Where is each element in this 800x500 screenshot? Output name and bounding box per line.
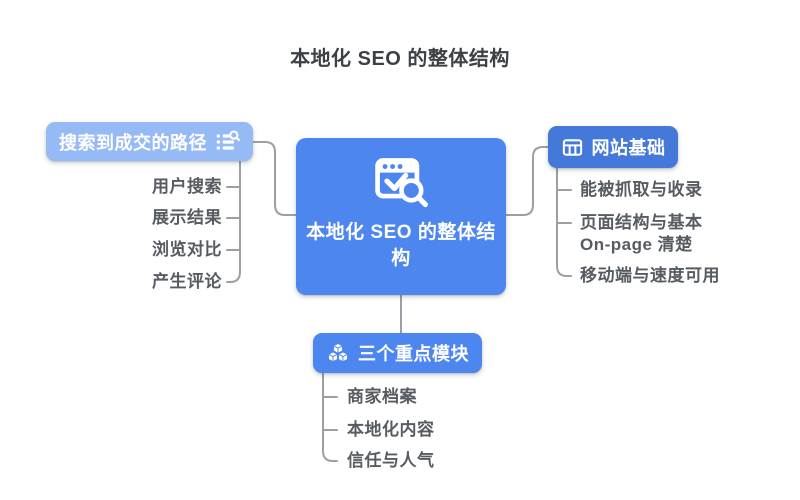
branch-node-key-modules-label: 三个重点模块: [358, 344, 469, 364]
child-crawlable-indexed: 能被抓取与收录: [580, 180, 703, 199]
browser-check-search-icon: [371, 152, 431, 212]
branch-node-website-basics: 网站基础: [548, 126, 678, 168]
child-localized-content: 本地化内容: [347, 420, 435, 439]
center-node: 本地化 SEO 的整体结构: [296, 138, 506, 295]
child-page-structure-onpage: 页面结构与基本 On-page 清楚: [580, 213, 703, 254]
child-trust-popularity: 信任与人气: [347, 451, 435, 470]
branch-node-website-basics-label: 网站基础: [591, 138, 666, 158]
branch-node-key-modules: 三个重点模块: [313, 333, 482, 373]
child-show-results: 展示结果: [152, 208, 222, 227]
cubes-icon: [326, 341, 350, 365]
branch-node-search-path-label: 搜索到成交的路径: [59, 132, 207, 153]
center-node-label: 本地化 SEO 的整体结构: [306, 222, 496, 269]
child-browse-compare: 浏览对比: [152, 240, 222, 259]
table-layout-icon: [561, 136, 584, 159]
child-mobile-speed: 移动端与速度可用: [580, 266, 720, 285]
child-user-search: 用户搜索: [152, 177, 222, 196]
child-generate-reviews: 产生评论: [152, 272, 222, 291]
branch-node-search-path: 搜索到成交的路径: [46, 122, 253, 161]
search-list-icon: [214, 129, 240, 155]
page-title: 本地化 SEO 的整体结构: [290, 48, 510, 70]
child-business-profile: 商家档案: [347, 387, 417, 406]
